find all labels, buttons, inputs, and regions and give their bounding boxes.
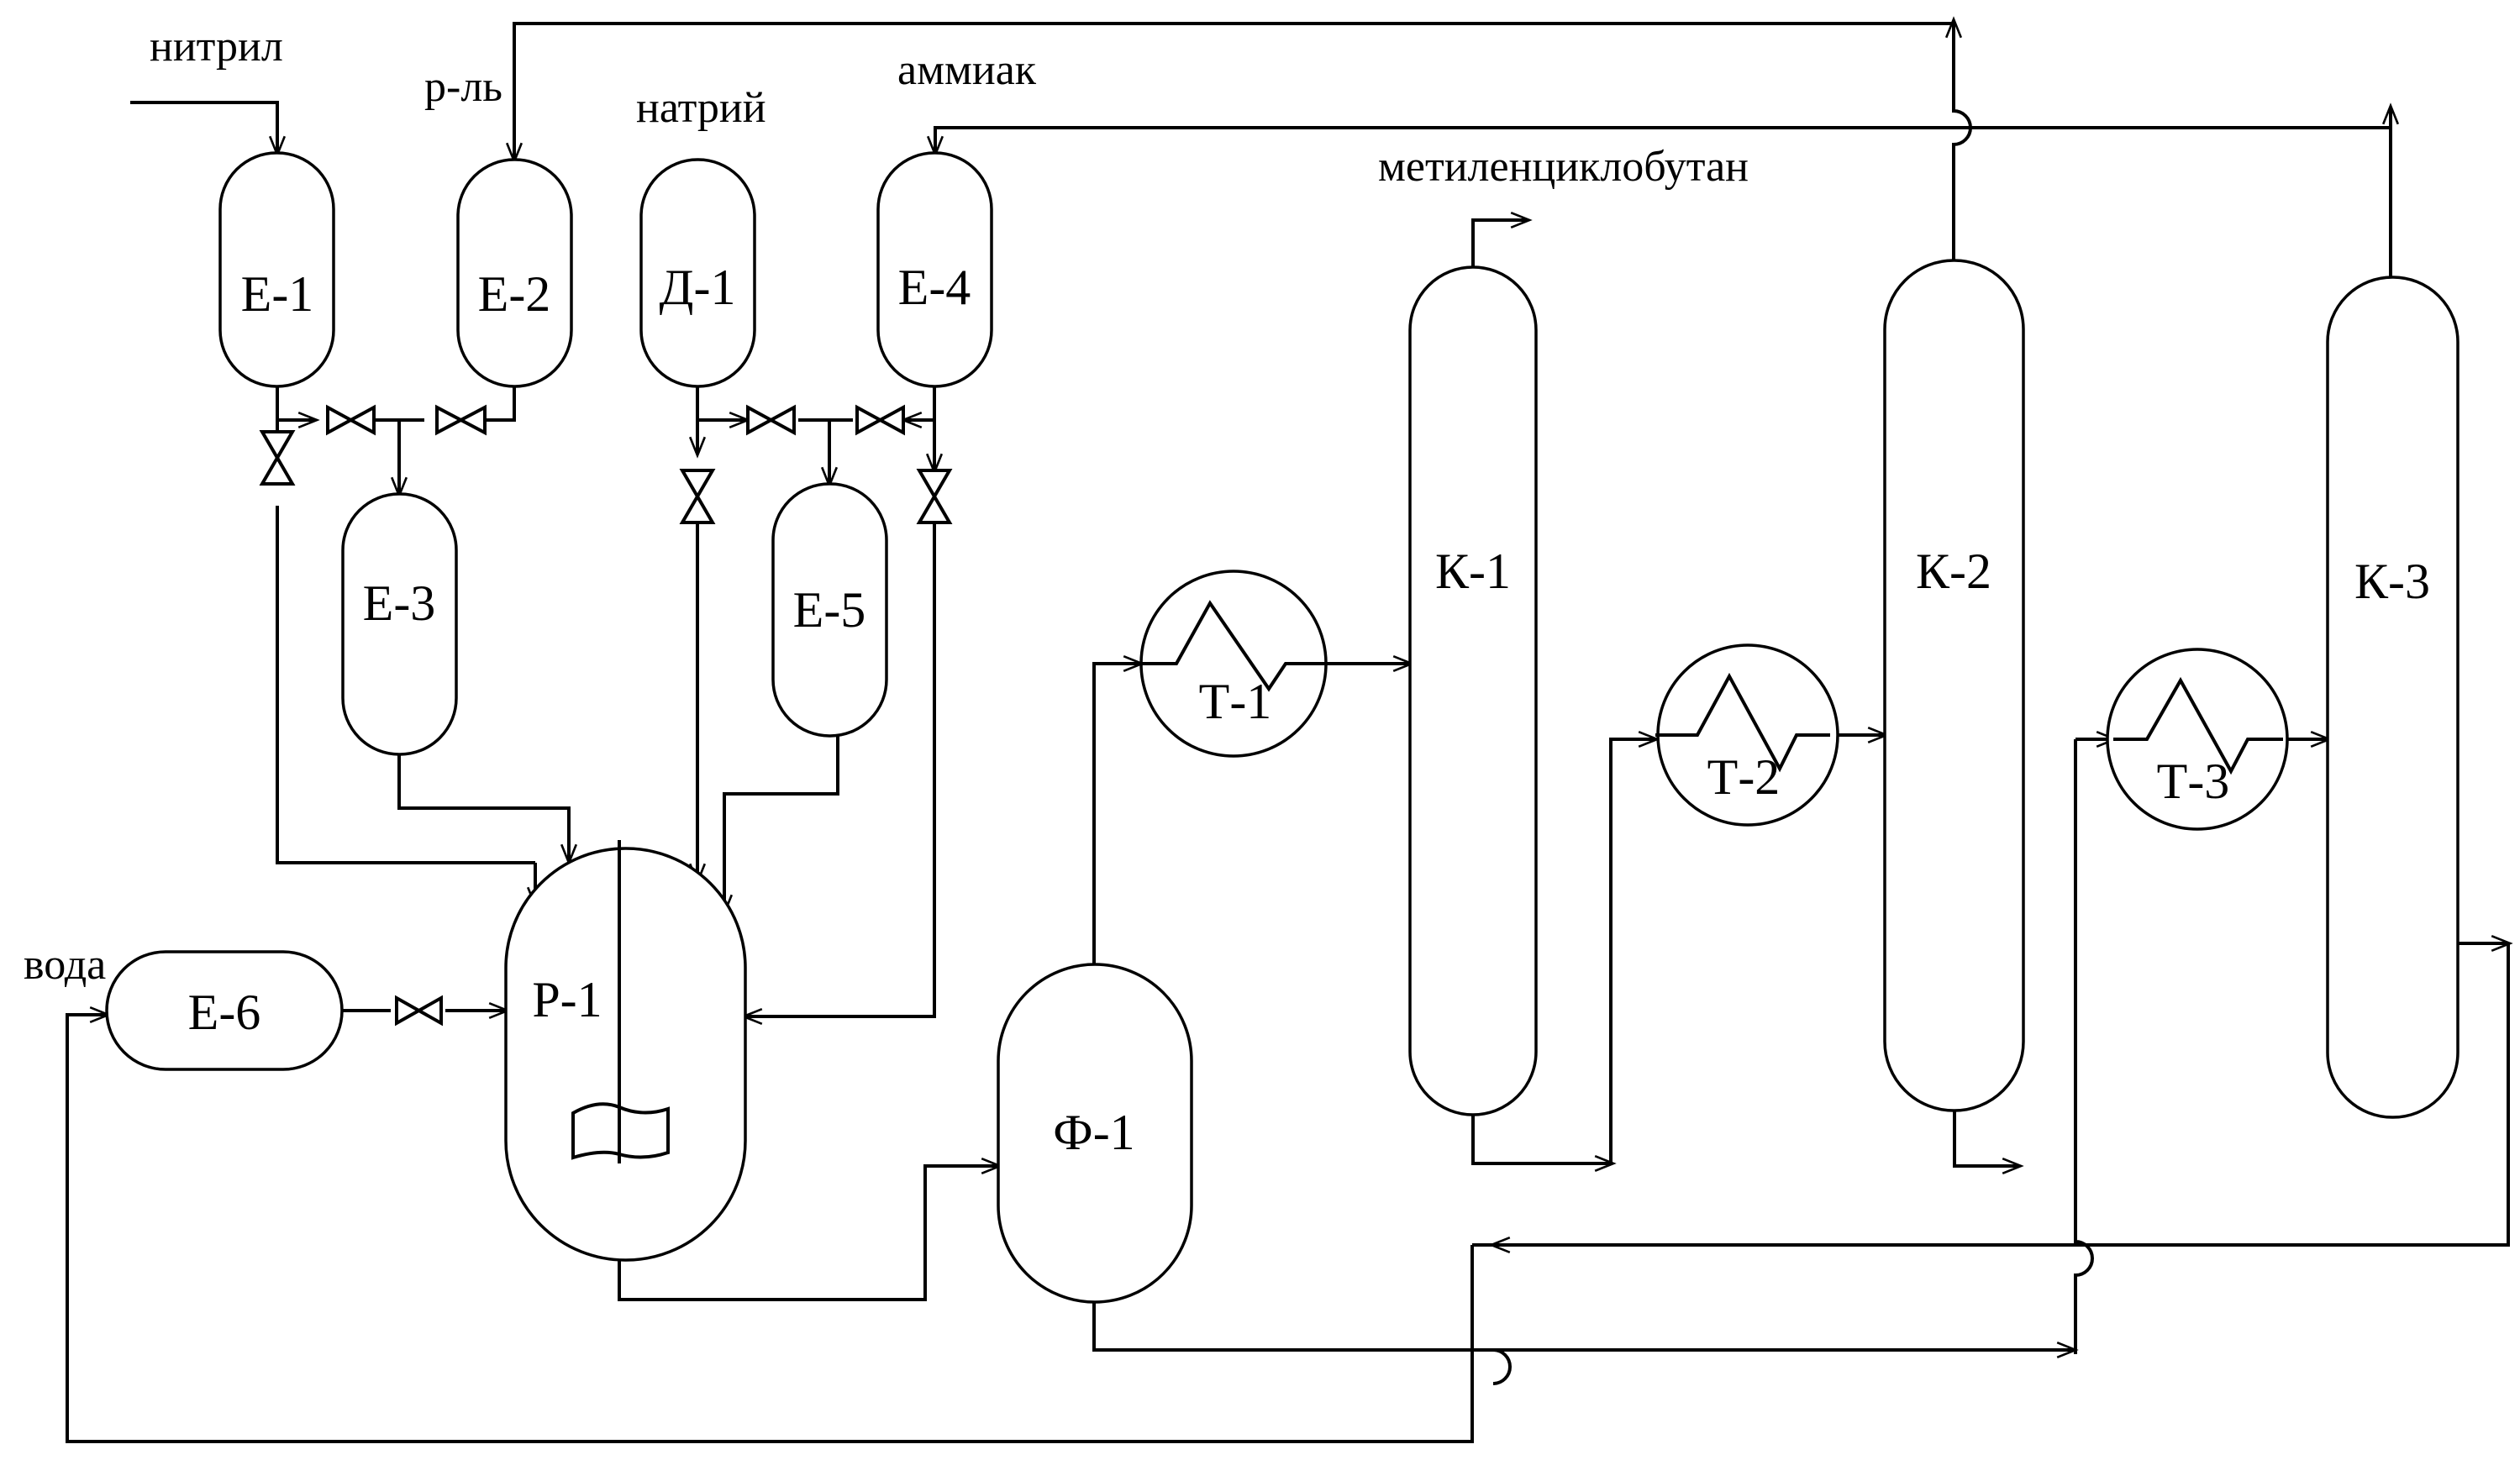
label-k1: К-1 bbox=[1435, 544, 1511, 599]
valve-d1-e5[interactable] bbox=[748, 407, 794, 433]
label-e3: Е-3 bbox=[363, 575, 436, 631]
label-k2: К-2 bbox=[1916, 544, 1991, 599]
stream-label-ammonia: аммиак bbox=[897, 46, 1037, 94]
valve-e1-e3[interactable] bbox=[328, 407, 374, 433]
valve-e2-e3[interactable] bbox=[437, 407, 485, 433]
equipment bbox=[107, 153, 2458, 1302]
label-e6: Е-6 bbox=[188, 985, 261, 1040]
reactor-r1[interactable] bbox=[506, 848, 745, 1260]
column-k1[interactable] bbox=[1410, 267, 1536, 1115]
label-k3: К-3 bbox=[2354, 554, 2430, 609]
stream-label-solvent: р-ль bbox=[424, 63, 502, 111]
valve-e4-e5[interactable] bbox=[857, 407, 903, 433]
stream-label-sodium: натрий bbox=[636, 84, 766, 132]
stream-label-nitrile: нитрил bbox=[150, 23, 283, 71]
column-k2[interactable] bbox=[1885, 260, 2023, 1111]
label-d1: Д-1 bbox=[660, 260, 736, 315]
label-e1: Е-1 bbox=[241, 266, 314, 322]
label-f1: Ф-1 bbox=[1053, 1105, 1134, 1160]
label-e4: Е-4 bbox=[898, 260, 971, 315]
label-e2: Е-2 bbox=[478, 266, 551, 322]
valve-e6-r1[interactable] bbox=[397, 998, 441, 1023]
label-t1: Т-1 bbox=[1199, 674, 1272, 729]
label-t2: Т-2 bbox=[1707, 749, 1781, 805]
label-t3: Т-3 bbox=[2157, 754, 2230, 809]
label-r1: Р-1 bbox=[532, 972, 602, 1027]
stream-label-water: вода bbox=[24, 941, 106, 989]
label-e5: Е-5 bbox=[793, 582, 866, 638]
column-k3[interactable] bbox=[2328, 277, 2458, 1117]
valve-e1-vertical[interactable] bbox=[262, 432, 292, 484]
stream-label-product: метиленциклобутан bbox=[1378, 143, 1749, 191]
valve-e4-vertical[interactable] bbox=[919, 470, 950, 523]
valve-d1-vertical[interactable] bbox=[682, 470, 713, 523]
